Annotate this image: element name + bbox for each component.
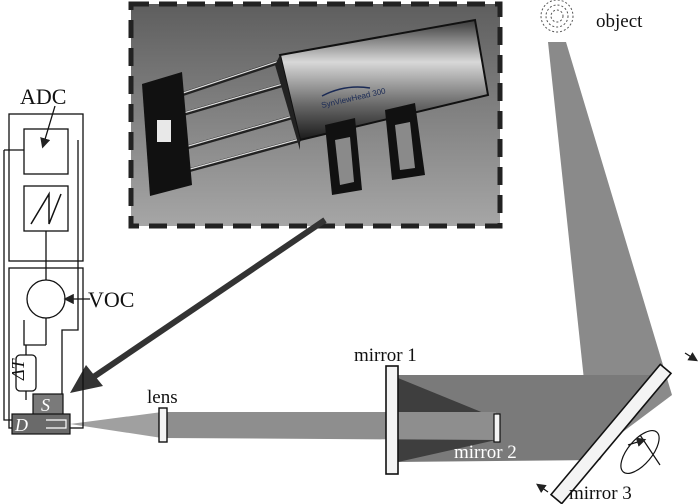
voc-label: VOC (88, 287, 134, 312)
s-label: S (41, 395, 50, 415)
electronics-schematic (3, 105, 90, 429)
mirror3-element (549, 363, 673, 504)
beam-mirror2-to-lens (162, 412, 496, 440)
adc-inner-box (23, 128, 69, 175)
beam-object-to-mirror3 (548, 42, 672, 455)
adc-label: ADC (20, 84, 66, 109)
camera-device-photo: SynViewHead 300 (142, 18, 490, 196)
mirror1-element (385, 365, 399, 475)
voc-circle (26, 279, 66, 319)
d-label: D (14, 415, 28, 435)
mirror2-element (493, 413, 501, 443)
delta-t-label: ΔT (8, 357, 28, 381)
mirror3-rotation-indicator (536, 352, 699, 494)
object-target (540, 0, 574, 33)
detector-d-block (11, 413, 71, 435)
photo-to-detector-arrow (70, 217, 327, 393)
object-label: object (596, 11, 643, 32)
detector-sd (11, 393, 71, 435)
lens-label: lens (147, 387, 178, 408)
lens-element (158, 407, 168, 443)
mirror1-label: mirror 1 (354, 345, 417, 366)
beam-lens-to-detector (70, 412, 162, 438)
ramp-generator-box (23, 185, 69, 232)
mirror2-label: mirror 2 (454, 442, 517, 463)
light-beams (70, 42, 672, 462)
camera-photo-frame: SynViewHead 300 (128, 1, 503, 229)
mirror3-label: mirror 3 (569, 483, 632, 504)
